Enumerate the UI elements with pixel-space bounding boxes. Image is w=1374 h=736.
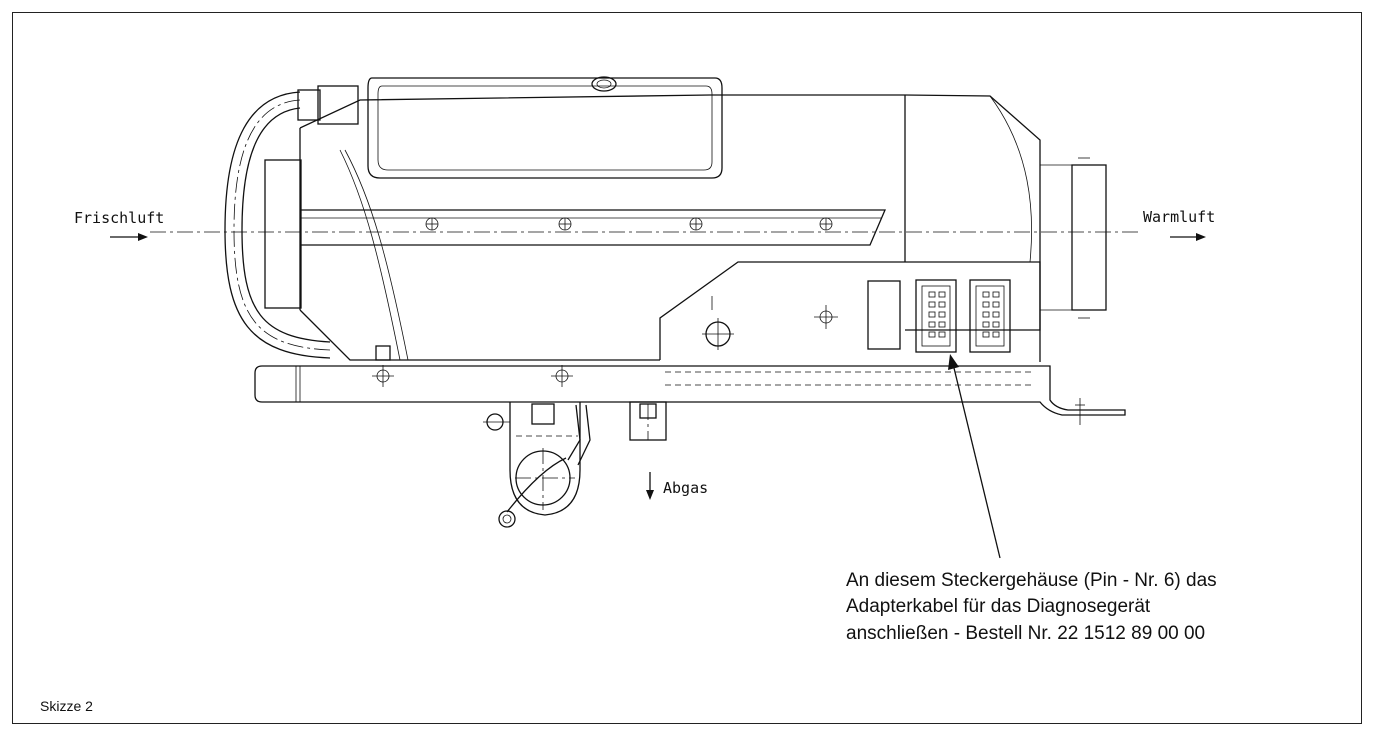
exhaust-arrow-icon xyxy=(646,472,654,500)
leader-line xyxy=(948,354,1001,559)
note-line-2: Adapterkabel für das Diagnosegerät xyxy=(846,596,1151,617)
note-line-1: An diesem Steckergehäuse (Pin - Nr. 6) d… xyxy=(846,570,1217,591)
mounting-rail xyxy=(300,209,886,246)
top-cover xyxy=(367,76,723,179)
control-unit-plate xyxy=(659,261,1041,362)
heater-body xyxy=(299,94,1041,361)
fresh-air-label: Frischluft xyxy=(74,209,164,227)
combustion-air-fitting xyxy=(483,402,591,528)
base-plate xyxy=(254,345,1126,425)
fresh-air-arrow-icon xyxy=(110,233,148,241)
connector-housing-left xyxy=(915,279,957,353)
fresh-air-inlet-flange xyxy=(264,159,302,309)
drawing-frame xyxy=(12,12,1362,724)
warm-air-outlet xyxy=(1040,157,1107,319)
warm-air-arrow-icon xyxy=(1170,233,1206,241)
connector-housing-right xyxy=(969,279,1011,353)
note-line-3: anschließen - Bestell Nr. 22 1512 89 00 … xyxy=(846,623,1205,644)
warm-air-label: Warmluft xyxy=(1143,208,1215,226)
sketch-caption: Skizze 2 xyxy=(40,698,93,714)
exhaust-label: Abgas xyxy=(663,479,708,497)
fuel-pipe xyxy=(224,85,359,359)
exhaust-pipe xyxy=(629,401,667,441)
